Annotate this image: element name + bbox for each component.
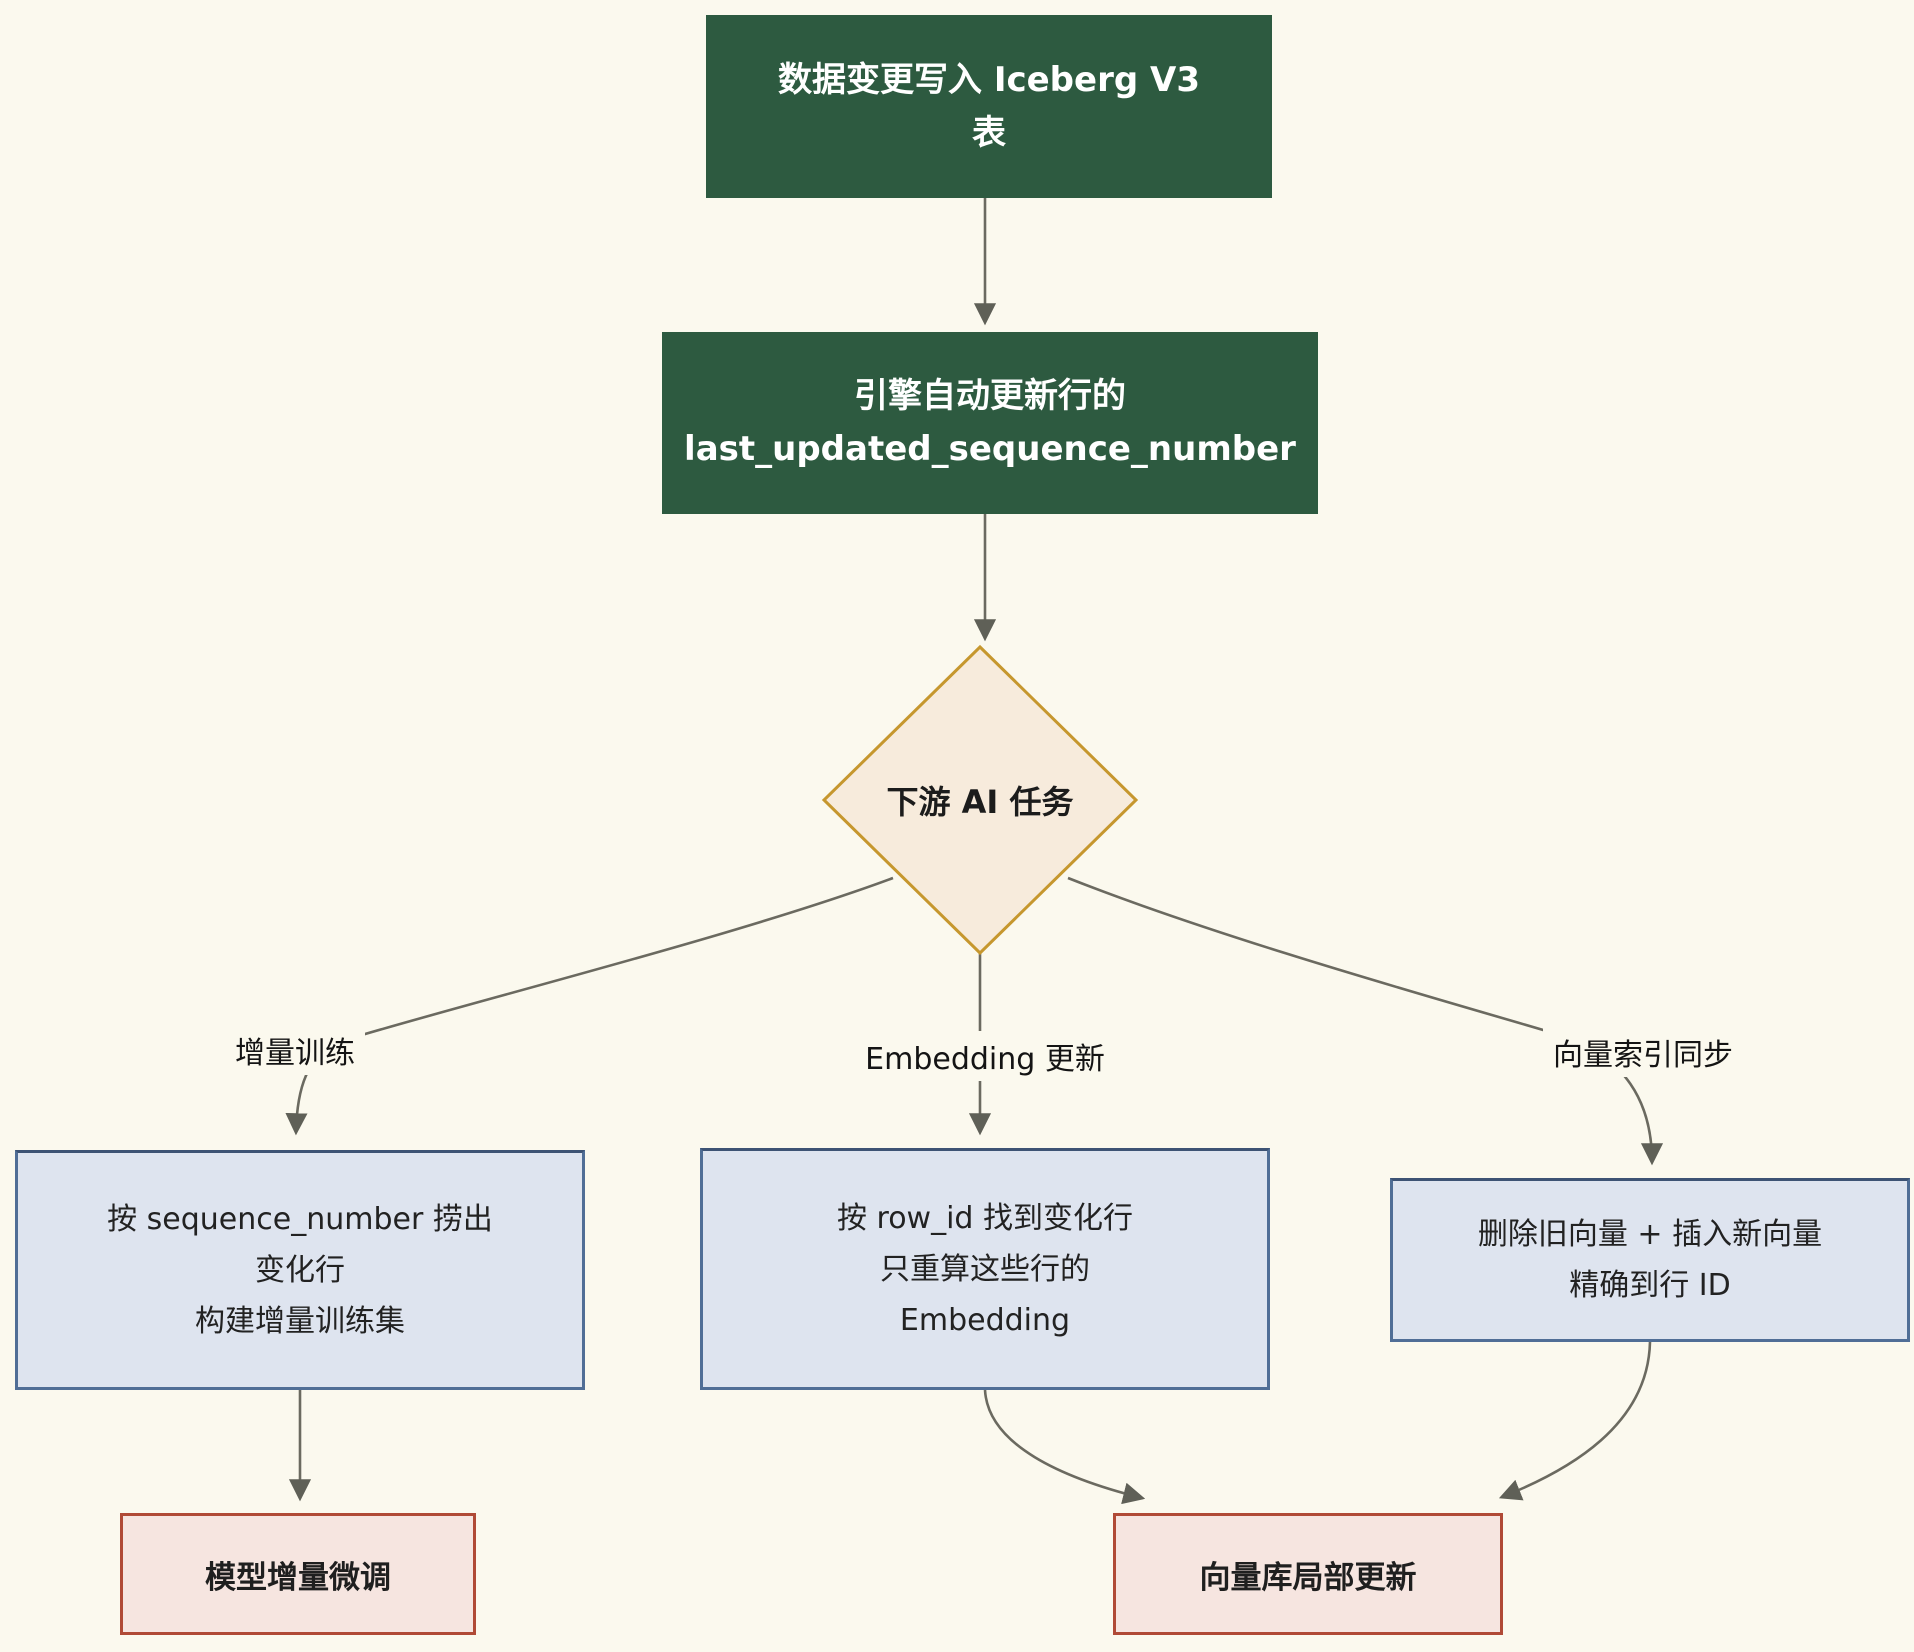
node-write-iceberg: 数据变更写入 Iceberg V3 表 <box>706 15 1272 198</box>
edge-embed-to-vectordb <box>983 1389 1146 1505</box>
node-vector-line2: 精确到行 ID <box>1569 1268 1731 1303</box>
node-build-training-set: 按 sequence_number 捞出 变化行 构建增量训练集 <box>15 1150 585 1390</box>
node-write-line2: 表 <box>972 112 1006 153</box>
node-train-line3: 构建增量训练集 <box>195 1303 405 1339</box>
node-vectordb-label: 向量库局部更新 <box>1199 1559 1417 1596</box>
edge-label-incremental-training: 增量训练 <box>225 1025 365 1075</box>
edge-decision-to-vector <box>1067 876 1664 1166</box>
node-engine-line2: last_updated_sequence_number <box>684 429 1296 469</box>
node-train-line1: 按 sequence_number 捞出 <box>107 1201 493 1237</box>
edge-label-embedding-update: Embedding 更新 <box>855 1031 1115 1081</box>
node-write-line1: 数据变更写入 Iceberg V3 <box>777 59 1200 100</box>
node-engine-line1: 引擎自动更新行的 <box>854 376 1126 417</box>
edge-vector-to-vectordb <box>1498 1341 1652 1501</box>
node-embed-line1: 按 row_id 找到变化行 <box>836 1200 1133 1236</box>
node-vector-replace: 删除旧向量 + 插入新向量 精确到行 ID <box>1390 1178 1910 1342</box>
node-embed-line3: Embedding <box>899 1302 1071 1338</box>
edge-decision-to-train <box>285 876 894 1136</box>
decision-label: 下游 AI 任务 <box>886 783 1074 821</box>
edge-label-vector-index-sync: 向量索引同步 <box>1543 1027 1743 1077</box>
node-train-line2: 变化行 <box>255 1252 345 1288</box>
node-engine-update: 引擎自动更新行的 last_updated_sequence_number <box>662 332 1318 514</box>
decision-diamond <box>821 644 1139 956</box>
node-finetune-label: 模型增量微调 <box>205 1559 391 1596</box>
node-model-finetune: 模型增量微调 <box>120 1513 476 1635</box>
node-vector-line1: 删除旧向量 + 插入新向量 <box>1477 1217 1823 1252</box>
node-vectordb-update: 向量库局部更新 <box>1113 1513 1503 1635</box>
node-embed-line2: 只重算这些行的 <box>880 1251 1090 1287</box>
node-recompute-embedding: 按 row_id 找到变化行 只重算这些行的 Embedding <box>700 1148 1270 1390</box>
